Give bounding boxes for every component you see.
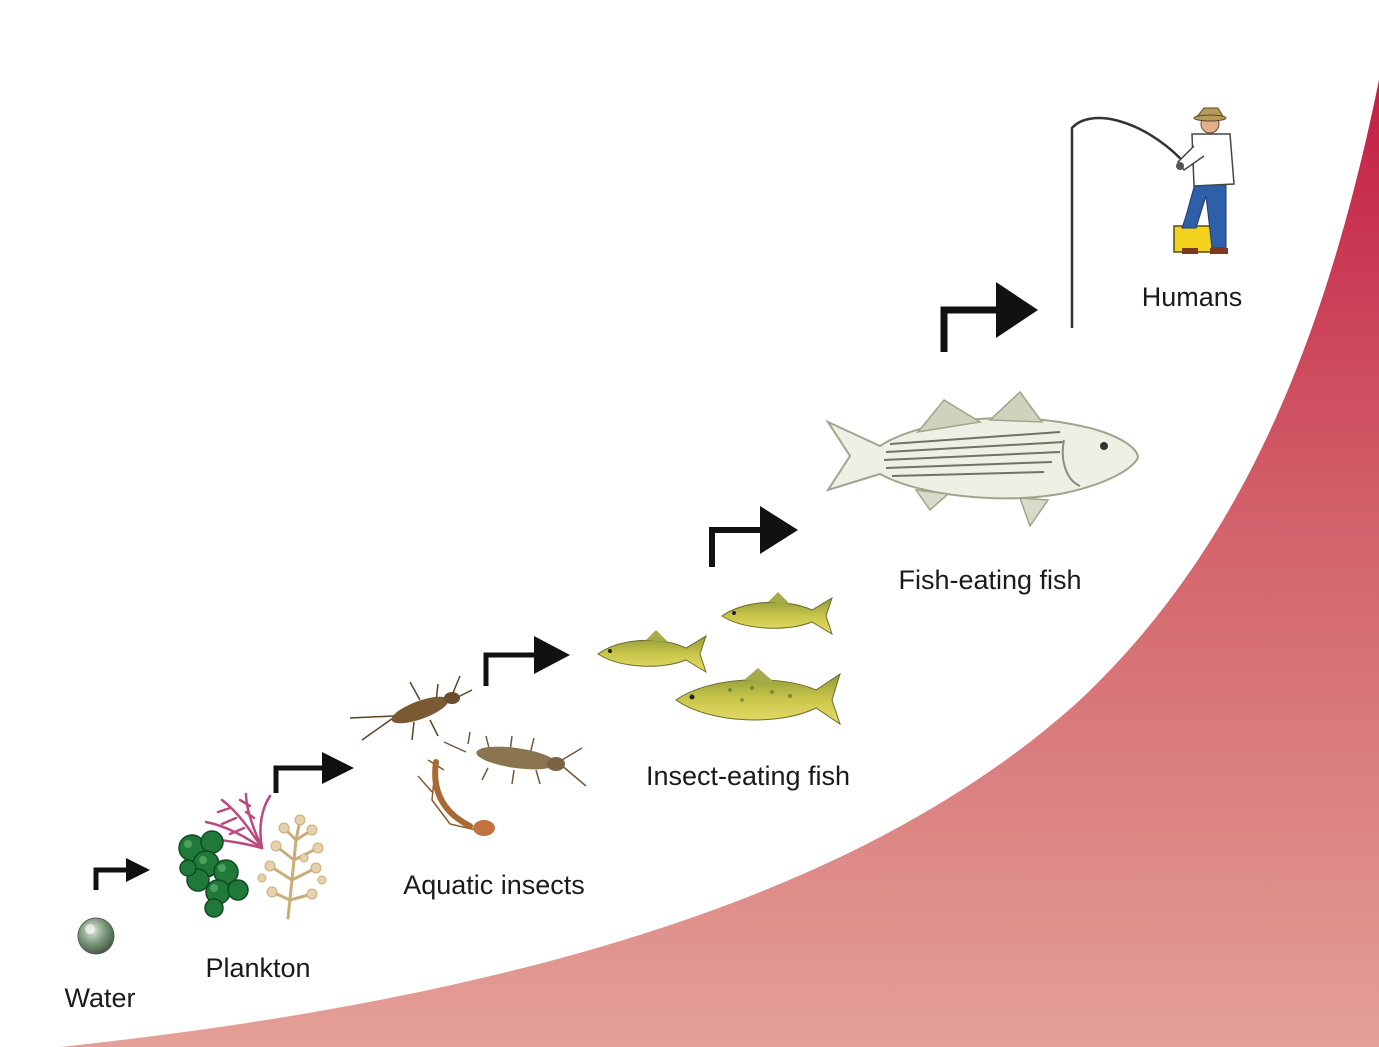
aquatic-insects-icon — [350, 676, 586, 836]
stage-label-humans: Humans — [1142, 282, 1243, 312]
insect-eating-fish-icon — [598, 592, 840, 724]
stage-label-insect-eating-fish: Insect-eating fish — [646, 761, 850, 791]
stage-label-water: Water — [64, 983, 135, 1013]
arrow-3 — [486, 636, 570, 686]
trout-small-left — [598, 630, 706, 672]
trout-large — [676, 668, 840, 724]
stage-label-aquatic-insects: Aquatic insects — [403, 870, 585, 900]
arrow-5 — [944, 282, 1038, 352]
fish-eating-fish-icon — [828, 392, 1138, 526]
arrow-4 — [712, 506, 798, 567]
water-droplet-icon — [78, 918, 114, 954]
arrow-2 — [276, 752, 354, 793]
trout-small-right — [722, 592, 832, 634]
biomagnification-curve — [60, 80, 1379, 1047]
stage-label-plankton: Plankton — [205, 953, 310, 983]
stage-label-fish-eating-fish: Fish-eating fish — [898, 565, 1081, 595]
plankton-icon — [179, 794, 326, 918]
arrow-1 — [96, 858, 150, 890]
